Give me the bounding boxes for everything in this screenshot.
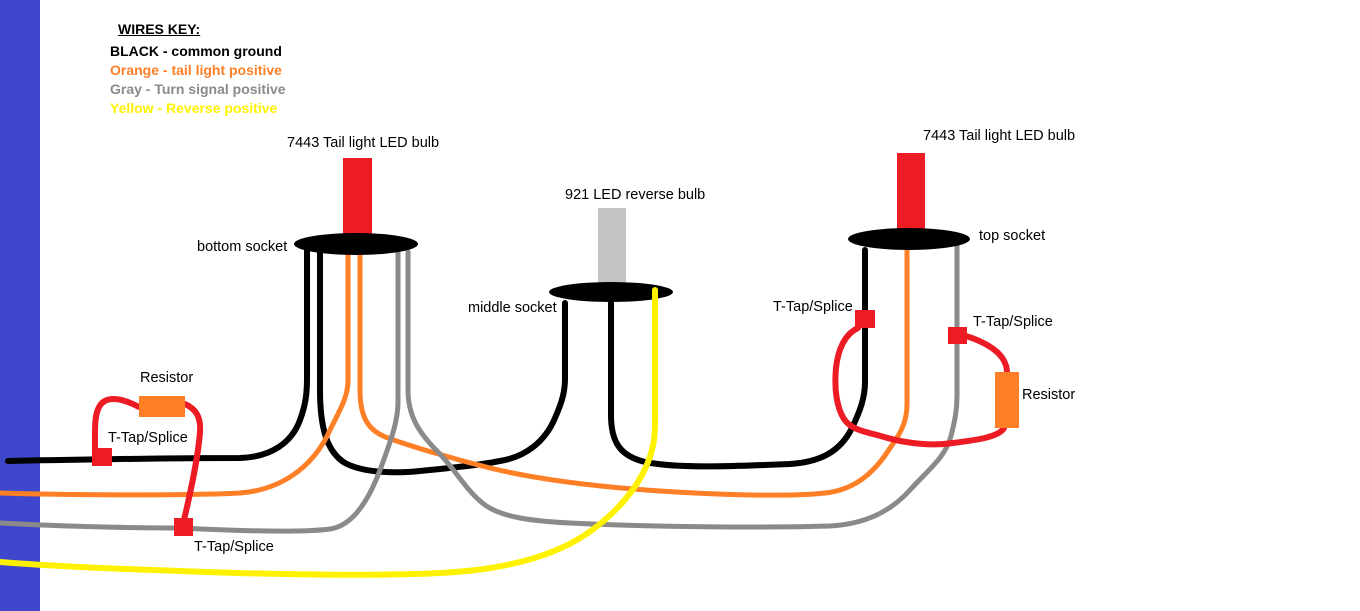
reverse-wire-bus-to-middle-socket [0,287,658,578]
socket-bottom [294,233,418,255]
socket-middle [549,282,673,302]
label-ttap-black-left: T-Tap/Splice [108,430,188,446]
ttap-square-gray-left [174,518,193,536]
red-lead-gray-tap-to-resistor-top [963,333,1010,375]
label-bulb-bottom: 7443 Tail light LED bulb [287,135,440,151]
red-lead-resistor-to-gray-tap [181,401,204,523]
turn-wire-bottom-to-top-socket [405,242,960,530]
ttap-square-black-right [855,310,875,328]
label-bulb-top: 7443 Tail light LED bulb [923,128,1076,144]
wires-key-title: WIRES KEY: [118,21,201,37]
ground-wire-middle-to-top-socket [608,247,868,470]
key-entry-yellow: Yellow - Reverse positive [110,100,278,116]
ground-wire-bus-to-bottom-socket [5,247,310,464]
key-entry-orange: Orange - tail light positive [110,62,282,78]
key-entry-black: BLACK - common ground [110,43,282,59]
ttap-square-black-left [92,448,112,466]
led-bulb-middle [598,208,626,286]
left-resistor-assembly [92,396,204,523]
label-ttap-gray-left: T-Tap/Splice [194,539,274,555]
label-resistor-right: Resistor [1022,387,1076,403]
right-resistor-assembly [832,325,1010,448]
ttap-square-gray-right [948,327,967,344]
turn-wire-bus-to-bottom-socket [0,249,401,534]
label-socket-middle: middle socket [468,300,557,316]
led-bulb-bottom [343,158,372,238]
label-bulb-middle: 921 LED reverse bulb [565,187,706,203]
led-bulb-top [897,153,925,231]
label-ttap-black-right: T-Tap/Splice [773,299,853,315]
socket-top [848,228,970,250]
resistor-right [995,372,1019,428]
left-blue-bar [0,0,40,611]
key-entry-gray: Gray - Turn signal positive [110,81,286,97]
tail-wire-bus-to-bottom-socket [0,249,351,498]
label-resistor-left: Resistor [140,370,194,386]
label-ttap-gray-right: T-Tap/Splice [973,314,1053,330]
label-socket-bottom: bottom socket [197,239,288,255]
label-socket-top: top socket [979,228,1046,244]
red-lead-resistor-to-black-tap [92,396,142,453]
resistor-left [139,396,185,417]
turn-signal-wires [0,242,960,534]
ground-wire-bottom-to-middle-socket [317,247,568,476]
red-loop-black-tap-to-resistor-bottom [832,325,1007,448]
